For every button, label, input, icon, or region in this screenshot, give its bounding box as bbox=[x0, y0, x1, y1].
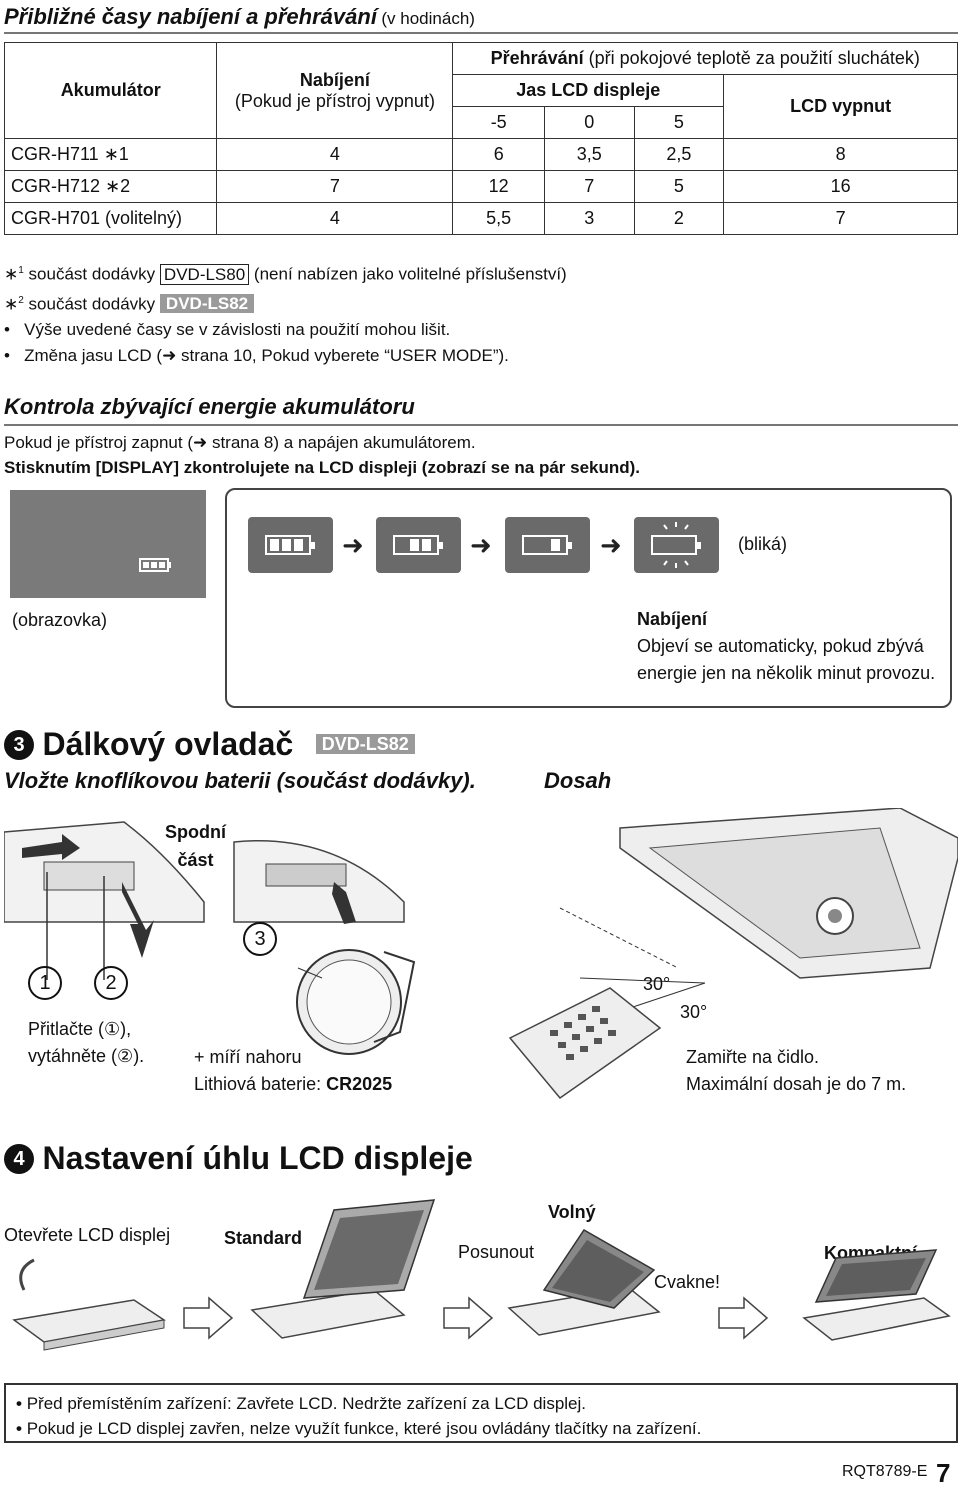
section-title: Přibližné časy nabíjení a přehrávání bbox=[4, 4, 377, 29]
remote-heading: 3 Dálkový ovladač DVD-LS82 bbox=[4, 726, 415, 763]
screen-illustration bbox=[10, 490, 206, 598]
row-b1: 6 bbox=[452, 138, 545, 171]
model-badge: DVD-LS82 bbox=[315, 734, 415, 754]
lcd-positions-illustration bbox=[12, 1199, 951, 1351]
arrow-icon: ➜ bbox=[342, 530, 364, 560]
list-item: Pokud je LCD displej zavřen, nelze využí… bbox=[16, 1416, 956, 1441]
heading-rule bbox=[4, 424, 958, 426]
arrow-icon: ➜ bbox=[600, 530, 622, 560]
lcd-angle-heading: 4 Nastavení úhlu LCD displeje bbox=[4, 1140, 473, 1177]
free-label: Volný bbox=[548, 1202, 596, 1222]
row-off: 16 bbox=[723, 170, 958, 203]
heading-rule bbox=[4, 32, 958, 34]
row-b1: 5,5 bbox=[452, 202, 545, 235]
battery-insert-illustration bbox=[4, 821, 416, 1055]
aim-instruction: Zamiřte na čidlo. Maximální dosah je do … bbox=[686, 1047, 907, 1094]
bottom-side-label: Spodní část bbox=[165, 822, 226, 870]
row-name: CGR-H711 ∗1 bbox=[3, 138, 218, 171]
click-label: Cvakne! bbox=[654, 1272, 721, 1292]
row-b3: 5 bbox=[633, 170, 725, 203]
battery-instruction: + míří nahoru Lithiová baterie: CR2025 bbox=[194, 1047, 393, 1094]
battery-level-panel bbox=[225, 488, 952, 708]
screen-label: (obrazovka) bbox=[12, 610, 108, 630]
header-lcd-off: LCD vypnut bbox=[723, 74, 958, 139]
bullet-note: • Výše uvedené časy se v závislosti na p… bbox=[4, 320, 451, 340]
table-row: CGR-H712 ∗2 7 12 7 5 16 bbox=[3, 170, 958, 203]
document-code: RQT8789-E bbox=[842, 1463, 928, 1480]
blink-label: (bliká) bbox=[738, 534, 788, 554]
battery-one-third-icon bbox=[505, 517, 590, 573]
battery-check-line2: Stisknutím [DISPLAY] zkontrolujete na LC… bbox=[4, 458, 641, 477]
battery-check-line1: Pokud je přístroj zapnut (➜ strana 8) a … bbox=[4, 433, 476, 452]
row-b2: 3,5 bbox=[543, 138, 635, 171]
row-b3: 2 bbox=[633, 202, 725, 235]
bullet-note: • Změna jasu LCD (➜ strana 10, Pokud vyb… bbox=[4, 346, 509, 366]
level-cell: 0 bbox=[543, 106, 635, 139]
row-name: CGR-H712 ∗2 bbox=[3, 170, 218, 203]
row-name: CGR-H701 (volitelný) bbox=[3, 202, 218, 235]
arrow-icon: ➜ bbox=[162, 346, 177, 366]
model-badge: DVD-LS82 bbox=[159, 294, 255, 314]
angle-label: 30° bbox=[643, 974, 671, 994]
table-row: CGR-H701 (volitelný) 4 5,5 3 2 7 bbox=[3, 202, 958, 235]
header-battery: Akumulátor bbox=[3, 42, 218, 139]
step-2-marker: 2 bbox=[94, 966, 128, 1000]
model-badge: DVD-LS80 bbox=[159, 263, 250, 285]
level-cell: 5 bbox=[633, 106, 725, 139]
battery-two-thirds-icon bbox=[376, 517, 461, 573]
standard-label: Standard bbox=[224, 1228, 303, 1248]
header-charge: Nabíjení (Pokud je přístroj vypnut) bbox=[216, 42, 454, 139]
row-b1: 12 bbox=[452, 170, 545, 203]
section-number: 4 bbox=[4, 1143, 34, 1174]
lcd-angle-title: Nastavení úhlu LCD displeje bbox=[42, 1140, 473, 1176]
charging-times-heading: Přibližné časy nabíjení a přehrávání (v … bbox=[4, 4, 475, 30]
battery-empty-blinking-icon bbox=[634, 517, 719, 573]
page-number: 7 bbox=[936, 1458, 951, 1488]
push-instruction: Přitlačte (①), vytáhněte (②). bbox=[28, 1019, 145, 1066]
footnotes: ∗1 součást dodávky DVD-LS80 (není nabíze… bbox=[4, 258, 567, 369]
charging-times-table: Akumulátor Nabíjení (Pokud je přístroj v… bbox=[3, 42, 958, 235]
range-title: Dosah bbox=[544, 768, 612, 793]
range-illustration bbox=[508, 808, 958, 1100]
battery-icon bbox=[139, 558, 171, 572]
level-cell: -5 bbox=[452, 106, 545, 139]
handling-notes-box: Před přemístěním zařízení: Zavřete LCD. … bbox=[4, 1383, 958, 1443]
footnote-2: ∗2 součást dodávky DVD-LS82 bbox=[4, 288, 567, 318]
row-b3: 2,5 bbox=[633, 138, 725, 171]
remote-title: Dálkový ovladač bbox=[42, 726, 294, 762]
list-item: Před přemístěním zařízení: Zavřete LCD. … bbox=[16, 1391, 956, 1416]
arrow-icon: ➜ bbox=[192, 433, 208, 452]
header-play: Přehrávání (při pokojové teplotě za použ… bbox=[452, 42, 958, 75]
open-label: Otevřete LCD displej bbox=[4, 1225, 171, 1245]
charge-note: Nabíjení Objeví se automaticky, pokud zb… bbox=[637, 609, 936, 683]
slide-label: Posunout bbox=[458, 1242, 535, 1262]
title-suffix: (v hodinách) bbox=[381, 9, 475, 28]
row-charge: 7 bbox=[216, 170, 454, 203]
row-off: 7 bbox=[723, 202, 958, 235]
row-charge: 4 bbox=[216, 202, 454, 235]
remote-subtitle: Vložte knoflíkovou baterii (součást dodá… bbox=[4, 768, 476, 793]
section-number: 3 bbox=[4, 729, 34, 760]
angle-label: 30° bbox=[680, 1002, 708, 1022]
table-row: CGR-H711 ∗1 4 6 3,5 2,5 8 bbox=[3, 138, 958, 171]
row-b2: 7 bbox=[543, 170, 635, 203]
row-b2: 3 bbox=[543, 202, 635, 235]
header-brightness: Jas LCD displeje bbox=[452, 74, 725, 107]
battery-check-title: Kontrola zbývající energie akumulátoru bbox=[4, 394, 415, 419]
step-1-marker: 1 bbox=[28, 966, 62, 1000]
row-charge: 4 bbox=[216, 138, 454, 171]
arrow-icon: ➜ bbox=[470, 530, 492, 560]
battery-full-icon bbox=[248, 517, 333, 573]
footnote-1: ∗1 součást dodávky DVD-LS80 (není nabíze… bbox=[4, 263, 567, 285]
step-3-marker: 3 bbox=[243, 922, 277, 956]
row-off: 8 bbox=[723, 138, 958, 171]
